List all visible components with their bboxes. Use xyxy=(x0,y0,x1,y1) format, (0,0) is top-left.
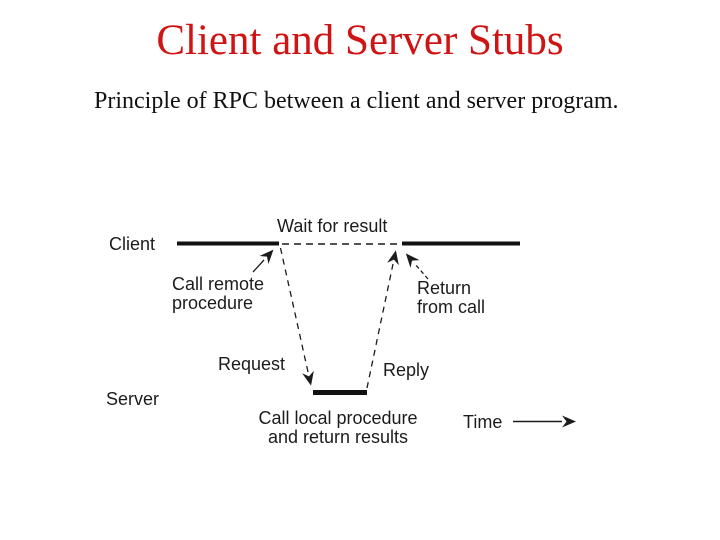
client-label: Client xyxy=(109,234,156,254)
call-remote-procedure-label: Call remote procedure xyxy=(172,274,265,313)
server-label: Server xyxy=(106,389,160,409)
request-label: Request xyxy=(218,354,286,374)
call-local-procedure-label: Call local procedure and return results xyxy=(258,408,418,447)
wait-for-result-label: Wait for result xyxy=(277,216,388,236)
return-from-call-label: Return from call xyxy=(417,278,486,317)
reply-label: Reply xyxy=(383,360,430,380)
call-remote-pointer-arrow xyxy=(252,249,274,273)
time-label: Time xyxy=(463,412,503,432)
slide-subtitle: Principle of RPC between a client and se… xyxy=(94,88,619,114)
return-pointer-arrow xyxy=(405,253,429,280)
slide-title: Client and Server Stubs xyxy=(156,17,564,64)
